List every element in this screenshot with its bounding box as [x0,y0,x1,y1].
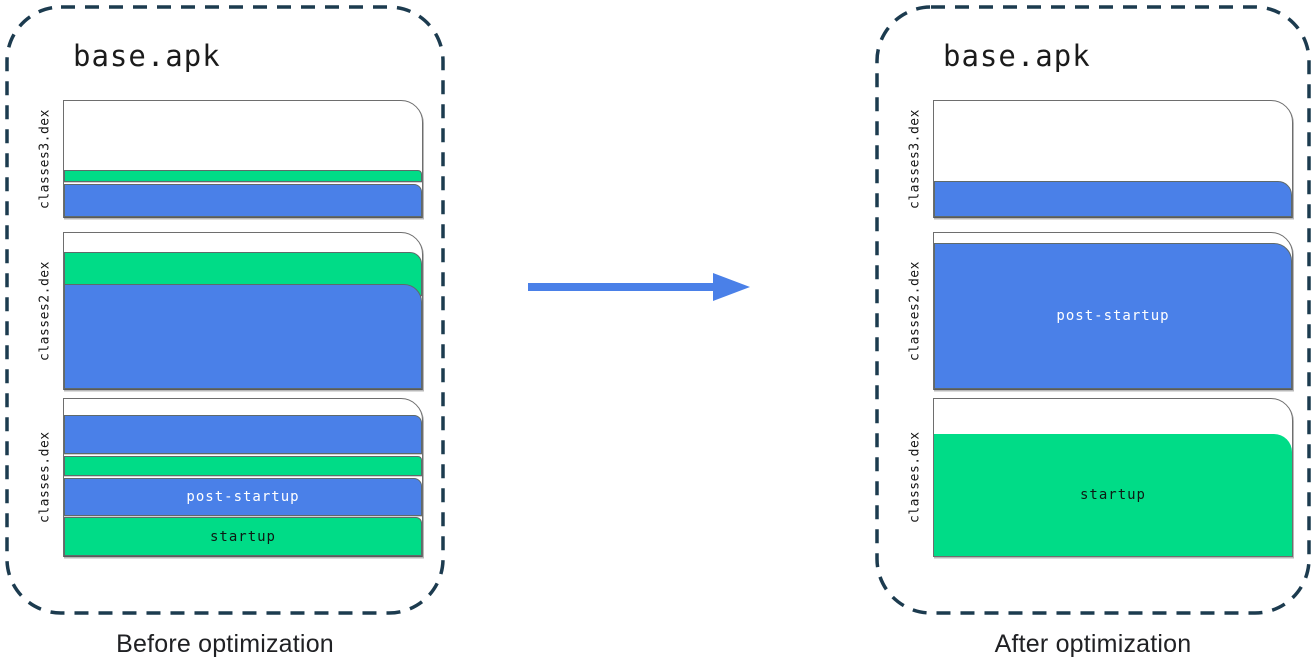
dex-file-row: classes.dex post-startup startup [27,398,425,557]
code-band-post-startup [64,284,422,389]
dex-file-row: classes3.dex [27,100,425,218]
dashed-container-border [5,5,445,615]
dex-page [63,232,423,390]
dex-file-row: classes.dex startup [897,398,1293,557]
caption-after-optimization: After optimization [994,630,1192,658]
dex-file-row: classes2.dex [27,232,425,390]
code-band-post-startup: post-startup [64,478,422,516]
code-band-post-startup [64,184,422,217]
dex-file-label: classes.dex [907,431,923,524]
band-label: startup [209,528,276,545]
dex-page: post-startup startup [63,398,423,557]
band-label: post-startup [1056,308,1170,324]
dex-file-label: classes.dex [37,431,53,524]
dex-page: post-startup [933,232,1293,390]
apk-title: base.apk [73,39,221,73]
code-band-startup [64,170,422,182]
code-band-post-startup: post-startup [934,243,1292,389]
apk-title: base.apk [943,39,1091,73]
code-band-post-startup [934,181,1292,217]
dex-file-label: classes2.dex [37,261,53,361]
dex-page: startup [933,398,1293,557]
dex-file-stack: classes3.dex classes2.dex classes.dex post-… [27,100,425,557]
panel-after-optimization: base.apk classes3.dex classes2.dex post-st… [875,5,1311,615]
dex-page [63,100,423,218]
code-band-startup: startup [64,517,422,556]
band-label: post-startup [186,489,300,505]
dex-file-label: classes2.dex [907,261,923,361]
dex-file-row: classes2.dex post-startup [897,232,1293,390]
code-band-startup: startup [934,434,1292,556]
dex-file-label: classes3.dex [907,109,923,209]
dashed-container-border [875,5,1311,615]
dex-file-row: classes3.dex [897,100,1293,218]
band-label: startup [1079,487,1146,503]
code-band-startup [64,456,422,476]
right-arrow-icon [528,267,750,307]
code-band-post-startup [64,415,422,454]
dex-page [933,100,1293,218]
dex-file-label: classes3.dex [37,109,53,209]
caption-before-optimization: Before optimization [116,630,334,658]
